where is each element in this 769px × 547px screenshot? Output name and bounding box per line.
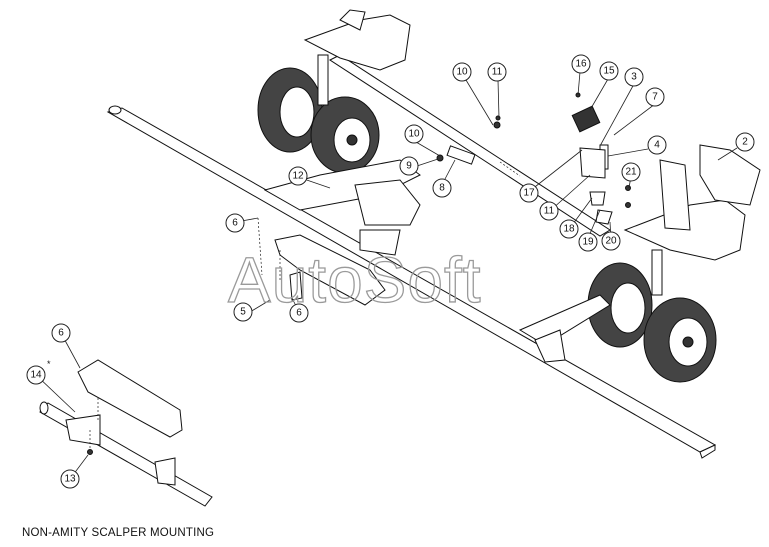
svg-text:15: 15 [603, 66, 615, 77]
callout-6a: 6 [225, 213, 245, 233]
callout-6c: 6 [51, 323, 71, 343]
callout-4: 4 [647, 135, 667, 155]
svg-text:18: 18 [563, 224, 575, 235]
svg-text:10: 10 [408, 129, 420, 140]
callout-11b: 11 [539, 201, 559, 221]
callout-2: 2 [735, 132, 755, 152]
svg-text:7: 7 [652, 92, 658, 103]
watermark-text: AutoSoft [228, 244, 482, 316]
asterisk-note: * [47, 359, 51, 369]
svg-text:6: 6 [58, 328, 64, 339]
svg-text:5: 5 [240, 307, 246, 318]
svg-text:3: 3 [631, 72, 637, 83]
svg-text:14: 14 [30, 370, 42, 381]
callout-14: 14 [26, 365, 46, 385]
right-wheel-assembly [587, 144, 761, 383]
callout-20: 20 [601, 231, 621, 251]
svg-text:6: 6 [232, 218, 238, 229]
callout-17: 17 [519, 183, 539, 203]
svg-text:11: 11 [544, 206, 555, 217]
callout-10: 10 [452, 62, 472, 82]
svg-text:2: 2 [742, 137, 748, 148]
main-toolbar-tube [106, 105, 717, 459]
svg-text:20: 20 [605, 236, 617, 247]
callout-9: 9 [399, 156, 419, 176]
left-wheel-assembly [257, 9, 411, 174]
callout-12: 12 [288, 166, 308, 186]
callout-5: 5 [233, 302, 253, 322]
svg-text:9: 9 [406, 161, 412, 172]
inset-caption: NON-AMITY SCALPER MOUNTING [22, 527, 215, 539]
callout-3: 3 [624, 67, 644, 87]
svg-text:8: 8 [439, 183, 445, 194]
callout-21: 21 [621, 162, 641, 182]
callout-7: 7 [645, 87, 665, 107]
svg-text:10: 10 [456, 67, 468, 78]
svg-text:6: 6 [296, 308, 302, 319]
svg-text:19: 19 [582, 237, 594, 248]
scalper-bracket-main [257, 217, 386, 306]
inset-scalper-mounting [39, 359, 213, 507]
svg-text:11: 11 [492, 67, 503, 78]
svg-text:13: 13 [64, 474, 76, 485]
svg-text:16: 16 [575, 59, 587, 70]
callout-6b: 6 [289, 303, 309, 323]
hitch-frame [263, 159, 611, 363]
callout-18: 18 [559, 219, 579, 239]
callout-13: 13 [60, 469, 80, 489]
svg-text:4: 4 [654, 140, 660, 151]
callout-10b: 10 [404, 124, 424, 144]
callout-16: 16 [571, 54, 591, 74]
callout-11: 11 [487, 62, 507, 82]
hardware-parts [436, 92, 631, 225]
leader-lines [35, 71, 738, 480]
callout-8: 8 [432, 178, 452, 198]
svg-text:12: 12 [292, 171, 304, 182]
callout-15: 15 [599, 61, 619, 81]
callout-19: 19 [578, 232, 598, 252]
svg-text:17: 17 [523, 188, 535, 199]
svg-text:21: 21 [625, 167, 637, 178]
